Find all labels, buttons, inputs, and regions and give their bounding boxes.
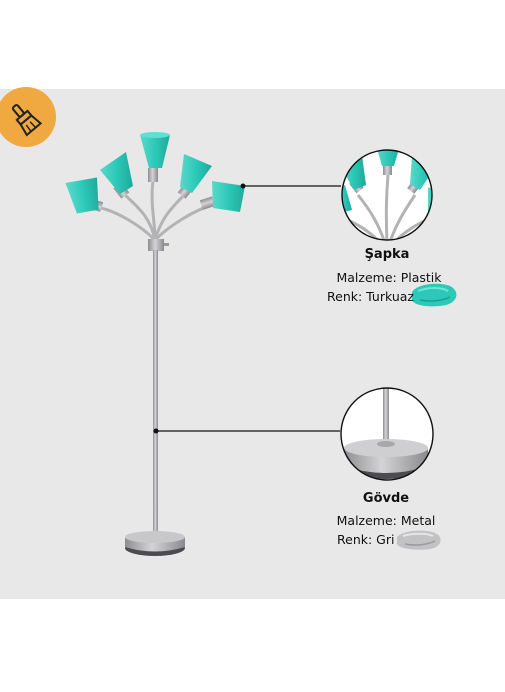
body-zoom-circle (340, 387, 434, 481)
shade-material-label: Malzeme: Plastik (336, 270, 442, 285)
shade-color-label: Renk: Turkuaz (327, 289, 414, 304)
brush-badge (0, 87, 56, 147)
floor-lamp (65, 132, 245, 556)
body-material-label: Malzeme: Metal (336, 513, 436, 528)
shade-title: Şapka (364, 247, 410, 262)
gray-swatch (397, 530, 441, 550)
paint-brush-icon (11, 104, 43, 137)
shade-callout-line (240, 183, 341, 189)
body-color-label: Renk: Gri (337, 532, 395, 547)
turquoise-swatch (412, 283, 457, 307)
shade-zoom-circle (341, 149, 433, 241)
body-title: Gövde (362, 491, 410, 506)
body-callout-line (153, 428, 340, 434)
